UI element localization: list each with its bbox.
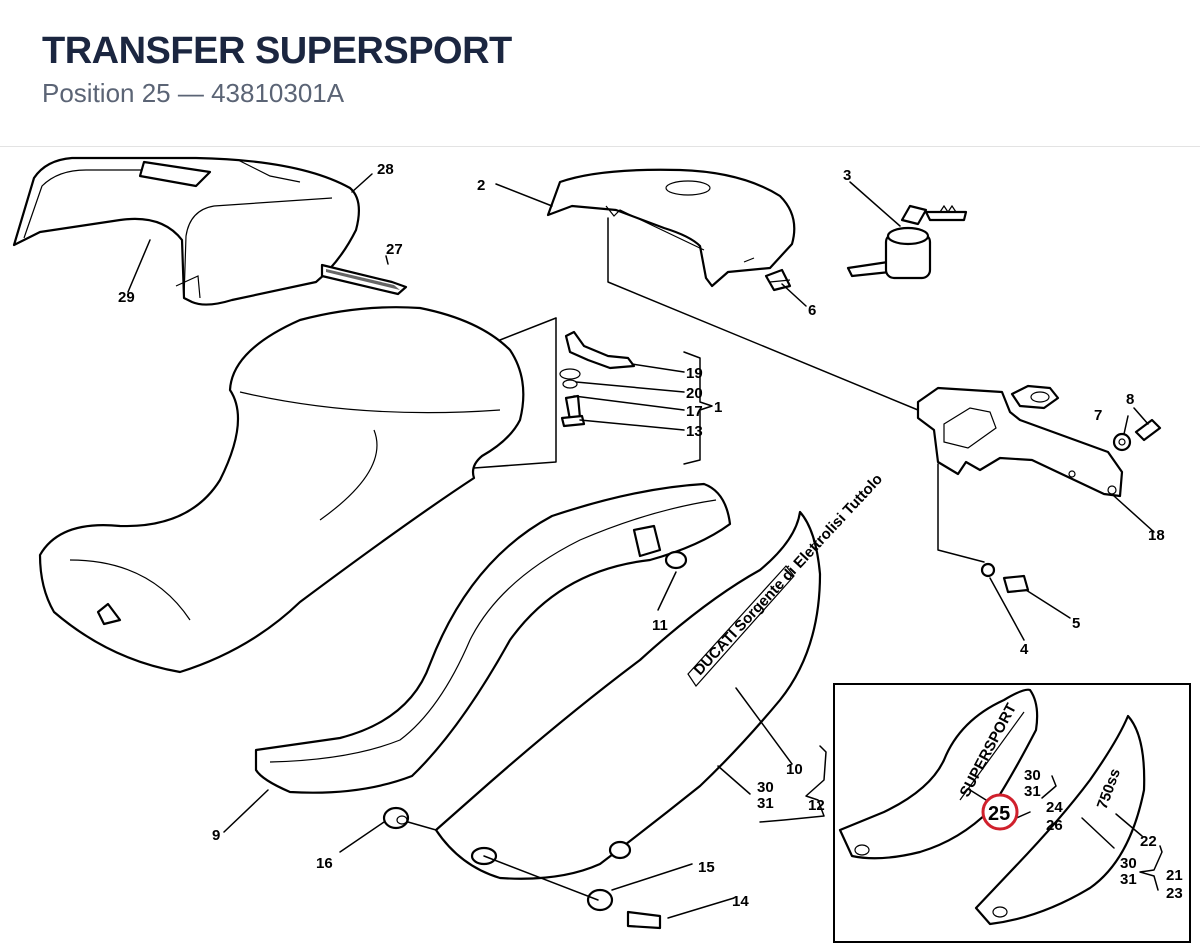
seat-part (38, 306, 525, 674)
callout-26: 26 (1046, 817, 1063, 834)
washer-part-4 (980, 562, 996, 578)
exploded-parts-diagram: DUCATI Sorgente di Elettrolisi Tuttolo S… (12, 156, 1191, 943)
callout-7: 7 (1094, 407, 1102, 424)
seal-strip-part (320, 263, 408, 296)
highlighted-position[interactable]: 25 (981, 793, 1019, 831)
screw-part (764, 268, 792, 292)
callout-13: 13 (686, 423, 703, 440)
seat-cowl-part (12, 156, 361, 306)
callout-31-inset: 31 (1024, 783, 1041, 800)
callout-21: 21 (1166, 867, 1183, 884)
bolt-part-5 (1002, 574, 1030, 594)
callout-24: 24 (1046, 799, 1063, 816)
side-panel-part (254, 482, 732, 794)
washer-part (1112, 432, 1132, 452)
callout-10: 10 (786, 761, 803, 778)
highlighted-position-label: 25 (988, 803, 1010, 825)
callout-27: 27 (386, 241, 403, 258)
callout-11: 11 (652, 617, 668, 634)
callout-4: 4 (1020, 641, 1029, 658)
callout-31-inset-2: 31 (1120, 871, 1137, 888)
callout-16: 16 (316, 855, 333, 872)
callout-22: 22 (1140, 833, 1157, 850)
seat-latch-part (559, 330, 636, 428)
bolt-part-8 (1134, 418, 1162, 442)
callout-31: 31 (757, 795, 774, 812)
callout-20: 20 (686, 385, 703, 402)
page-header: TRANSFER SUPERSPORT Position 25 — 438103… (0, 0, 1200, 147)
callout-2: 2 (477, 177, 485, 194)
tail-tray-part (546, 168, 796, 288)
clip-part (632, 524, 688, 570)
callout-12: 12 (808, 797, 825, 814)
page-subtitle: Position 25 — 43810301A (42, 78, 345, 108)
callout-29: 29 (118, 289, 135, 306)
callout-15: 15 (698, 859, 715, 876)
callout-14: 14 (732, 893, 749, 910)
callout-17: 17 (686, 403, 703, 420)
callout-30-inset-2: 30 (1120, 855, 1137, 872)
leader-lines (127, 173, 1163, 919)
callout-30-inset: 30 (1024, 767, 1041, 784)
screw-part-14 (626, 910, 662, 930)
callout-8: 8 (1126, 391, 1134, 408)
callout-28: 28 (377, 161, 394, 178)
spacer-part (586, 888, 614, 912)
callout-5: 5 (1072, 615, 1080, 632)
ignition-lock-part (846, 204, 968, 280)
callout-6: 6 (808, 302, 816, 319)
callout-18: 18 (1148, 527, 1165, 544)
page-title: TRANSFER SUPERSPORT (42, 30, 512, 72)
seat-bracket-part (916, 384, 1124, 498)
callout-30: 30 (757, 779, 774, 796)
grommet-part (382, 806, 410, 830)
callout-1: 1 (714, 399, 722, 416)
callout-23: 23 (1166, 885, 1183, 902)
callout-9: 9 (212, 827, 220, 844)
callout-19: 19 (686, 365, 703, 382)
callout-labels: 2 3 6 28 27 29 19 20 17 13 1 7 8 18 5 4 … (118, 161, 1183, 910)
callout-3: 3 (843, 167, 851, 184)
